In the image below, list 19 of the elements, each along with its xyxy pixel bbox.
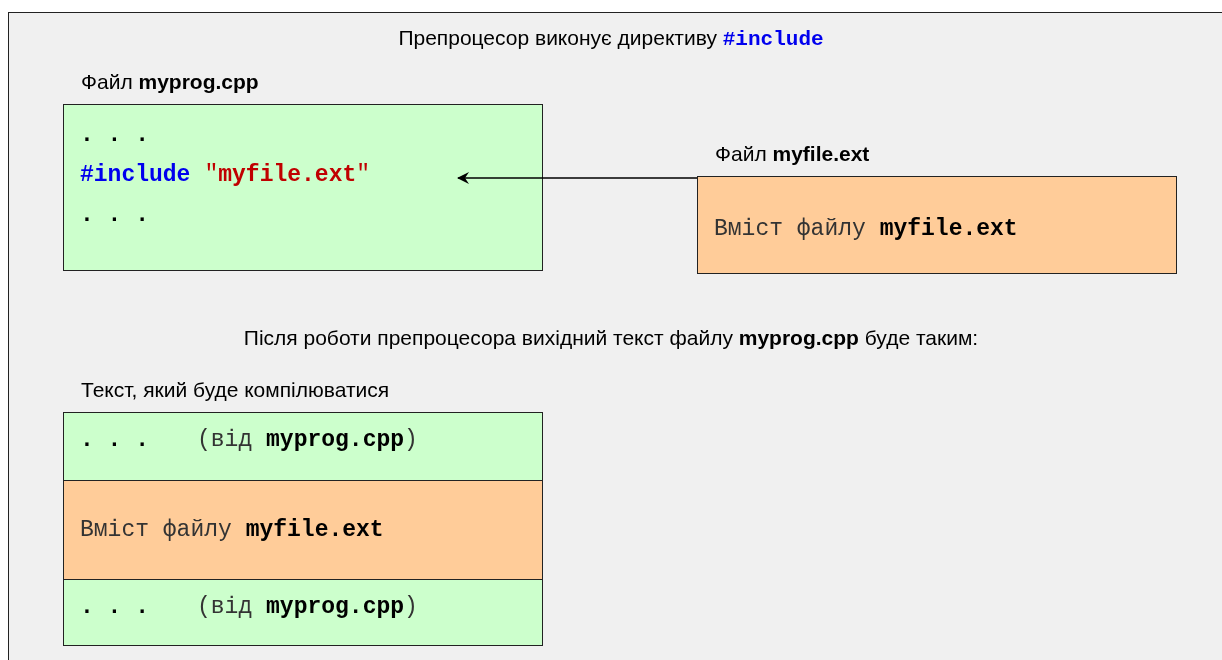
file-heading: Текст, який буде компілюватися (81, 376, 390, 403)
diagram-title: Препроцесор виконує директиву #include (397, 25, 825, 53)
explanation-text: Після роботи препроцесора вихідний текст файлу myprog.cpp буде таким: (242, 325, 980, 351)
content-text: Вміст файлу myfile.ext (80, 515, 384, 545)
content-text: (від myprog.cpp) (197, 592, 418, 622)
ellipsis: . . . (80, 426, 149, 455)
ellipsis: . . . (80, 121, 149, 150)
file-heading: Файл myprog.cpp (81, 68, 259, 95)
code-section (64, 413, 542, 481)
code-section (64, 480, 542, 579)
ellipsis: . . . (80, 201, 149, 230)
content-text: (від myprog.cpp) (197, 426, 418, 455)
code-section (64, 578, 542, 645)
directive-keyword: #include (80, 161, 191, 190)
file-heading: Файл myfile.ext (715, 140, 870, 167)
arrow (457, 172, 698, 184)
file-name-string: "myfile.ext" (204, 161, 371, 190)
content-text: Вміст файлу myfile.ext (714, 214, 1018, 244)
ellipsis: . . . (80, 592, 149, 622)
